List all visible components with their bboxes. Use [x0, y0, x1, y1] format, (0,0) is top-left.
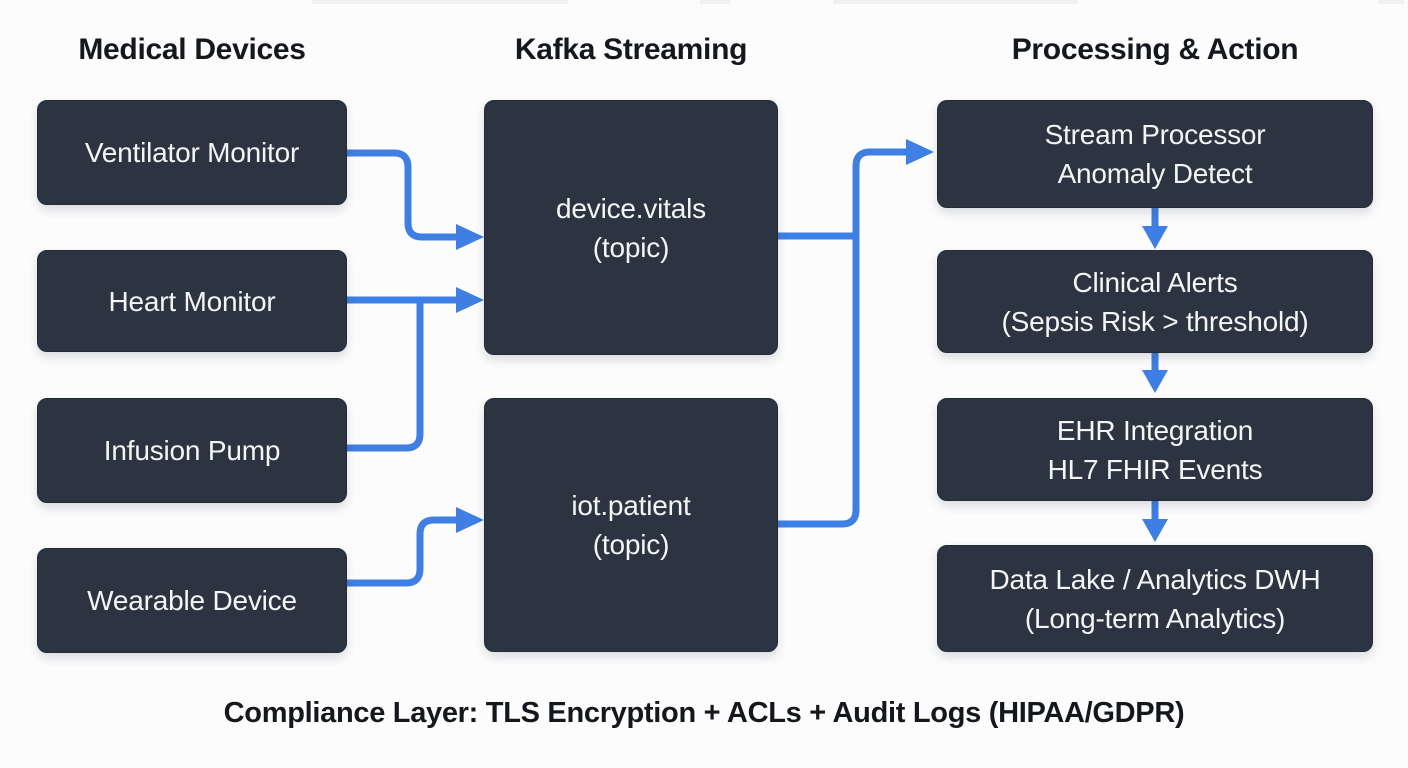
node-label: Ventilator Monitor [84, 137, 300, 168]
node-label: Infusion Pump [103, 435, 281, 466]
node-label: Wearable Device [87, 585, 297, 616]
node-label: iot.patient [571, 490, 691, 521]
arrowhead-icon [456, 507, 484, 533]
node-wearable-device: Wearable Device [37, 548, 347, 653]
column-header-processing-action: Processing & Action [1011, 33, 1299, 66]
edge-ventilator-devicevitals [347, 149, 458, 241]
arrowhead-icon [456, 287, 484, 313]
arrowhead-icon [1142, 519, 1168, 542]
node-label: device.vitals [556, 192, 706, 224]
node-ehr-integration: EHR Integration HL7 FHIR Events [937, 398, 1373, 501]
node-topic-iot-patient: iot.patient (topic) [484, 398, 778, 652]
column-header-kafka-streaming: Kafka Streaming [514, 33, 748, 66]
edge-wearable-iotpatient [347, 516, 458, 587]
node-label: Heart Monitor [108, 285, 276, 317]
crop-artifact [1378, 0, 1404, 4]
arrowhead-icon [1142, 370, 1168, 393]
arrowhead-icon [1142, 226, 1168, 249]
node-label: Data Lake / Analytics DWH [989, 563, 1321, 595]
node-heart-monitor: Heart Monitor [37, 250, 347, 352]
arrowhead-icon [456, 224, 484, 250]
node-topic-device-vitals: device.vitals (topic) [484, 100, 778, 355]
node-stream-processor: Stream Processor Anomaly Detect [937, 100, 1373, 208]
node-infusion-pump: Infusion Pump [37, 398, 347, 503]
node-label: (Long-term Analytics) [1024, 602, 1286, 634]
arrowhead-icon [906, 139, 934, 165]
node-label: HL7 FHIR Events [1047, 453, 1263, 485]
compliance-layer-note: Compliance Layer: TLS Encryption + ACLs … [223, 697, 1185, 729]
edge-iotpatient-streamprocessor [778, 148, 908, 528]
node-label: Stream Processor [1044, 119, 1266, 150]
node-clinical-alerts: Clinical Alerts (Sepsis Risk > threshold… [937, 250, 1373, 353]
edge-infusion-merge [347, 300, 424, 452]
node-label: EHR Integration [1056, 414, 1254, 446]
node-ventilator-monitor: Ventilator Monitor [37, 100, 347, 205]
node-label: (topic) [592, 231, 670, 263]
node-label: Clinical Alerts [1072, 266, 1238, 298]
column-header-medical-devices: Medical Devices [78, 33, 306, 66]
node-label: (Sepsis Risk > threshold) [1001, 305, 1309, 337]
crop-artifact [700, 0, 730, 4]
node-data-lake: Data Lake / Analytics DWH (Long-term Ana… [937, 545, 1373, 652]
node-label: Anomaly Detect [1057, 158, 1253, 189]
crop-artifact [312, 0, 568, 4]
node-label: (topic) [592, 529, 670, 560]
crop-artifact [833, 0, 1078, 4]
